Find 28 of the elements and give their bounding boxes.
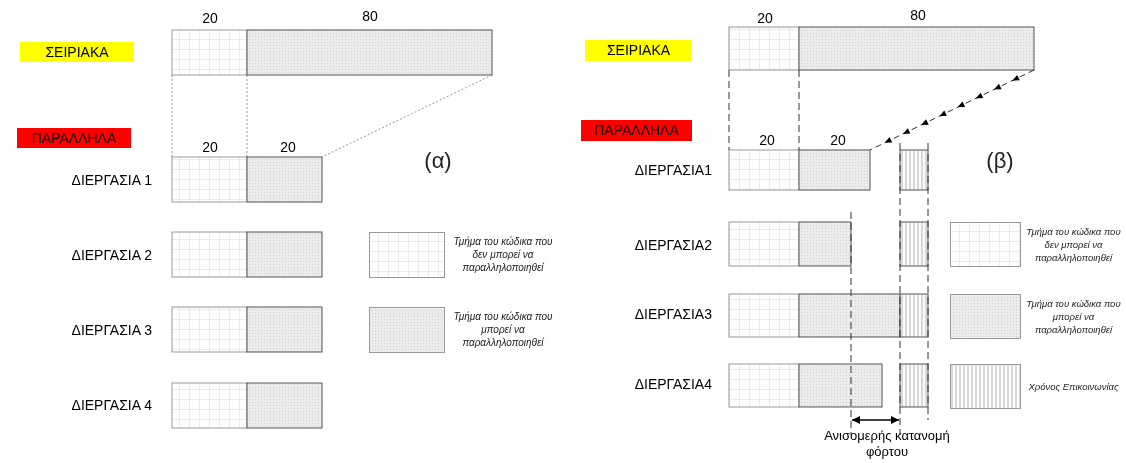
panel-label: (α) — [424, 146, 452, 175]
section-tag: ΠΑΡΑΛΛΗΛΑ — [581, 120, 692, 141]
legend-text: Χρόνος Επικοινωνίας — [1028, 379, 1119, 393]
process-label: ΔΙΕΡΓΑΣΙΑ 2 — [71, 245, 152, 265]
legend-text: Τμήμα του κώδικα που μπορεί να παραλληλοποιηθεί — [452, 310, 554, 349]
process-label: ΔΙΕΡΓΑΣΙΑ 3 — [71, 320, 152, 340]
section-tag: ΣΕΙΡΙΑΚΑ — [585, 40, 692, 61]
dimension-value: 20 — [830, 130, 846, 150]
process-label: ΔΙΕΡΓΑΣΙΑ3 — [634, 304, 712, 324]
dimension-value: 20 — [280, 137, 296, 157]
legend-text: Τμήμα του κώδικα που μπορεί να παραλληλοποιηθεί — [1025, 296, 1122, 336]
process-label: ΔΙΕΡΓΑΣΙΑ4 — [634, 374, 712, 394]
legend-text: Τμήμα του κώδικα που δεν μπορεί να παραλληλοποιηθεί — [1025, 224, 1122, 264]
section-tag: ΣΕΙΡΙΑΚΑ — [20, 42, 134, 62]
process-label: ΔΙΕΡΓΑΣΙΑ2 — [634, 235, 712, 255]
panel-label: (β) — [986, 146, 1014, 175]
dimension-text: Ανισομερής κατανομή φόρτου — [823, 428, 951, 460]
legend-text: Τμήμα του κώδικα που δεν μπορεί να παραλληλοποιηθεί — [452, 235, 554, 274]
dimension-value: 20 — [757, 8, 773, 28]
process-label: ΔΙΕΡΓΑΣΙΑ 4 — [71, 395, 152, 415]
dimension-value: 20 — [202, 8, 218, 28]
dimension-value: 80 — [910, 5, 926, 25]
process-label: ΔΙΕΡΓΑΣΙΑ 1 — [71, 170, 152, 190]
section-tag: ΠΑΡΑΛΛΗΛΑ — [17, 128, 131, 148]
dimension-value: 20 — [759, 130, 775, 150]
process-label: ΔΙΕΡΓΑΣΙΑ1 — [634, 160, 712, 180]
dimension-value: 20 — [202, 137, 218, 157]
dimension-value: 80 — [362, 6, 378, 26]
